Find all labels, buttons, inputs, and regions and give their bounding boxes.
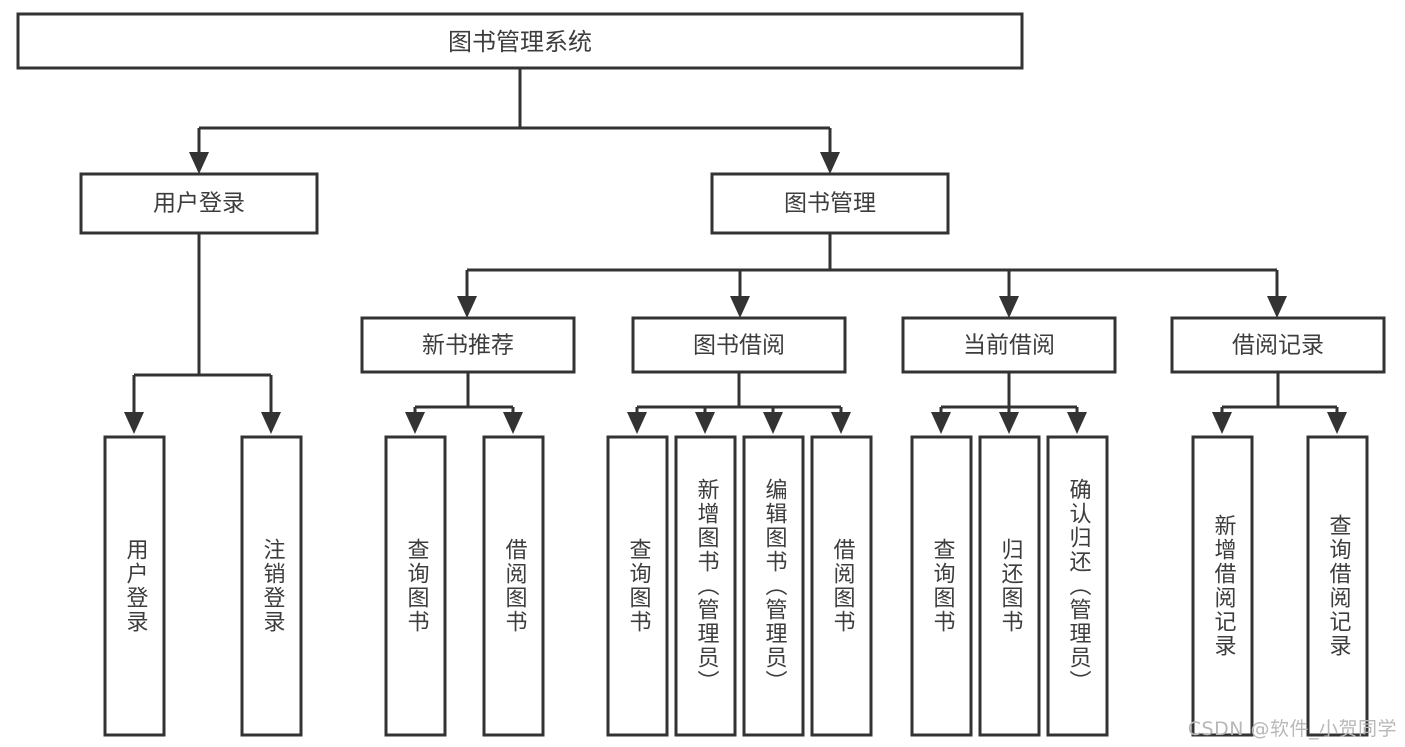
arrow-leaf-query-book-2 xyxy=(627,412,647,434)
book-manage-label: 图书管理 xyxy=(784,191,876,217)
leaf-borrow-book-2-box[interactable] xyxy=(810,435,873,737)
current-borrow-box xyxy=(901,316,1117,374)
arrow-book-borrow xyxy=(730,296,750,318)
arrow-leaf-user-login xyxy=(124,412,144,434)
new-book-recommend-label: 新书推荐 xyxy=(422,333,514,359)
root-label: 图书管理系统 xyxy=(448,28,592,56)
arrow-borrow-record xyxy=(1267,296,1287,318)
leaf-query-record-box[interactable] xyxy=(1306,435,1369,737)
leaf-confirm-return-box[interactable] xyxy=(1046,435,1109,737)
arrow-leaf-borrow-book-1 xyxy=(503,412,523,434)
leaf-query-book-2-box[interactable] xyxy=(606,435,669,737)
book-borrow-label: 图书借阅 xyxy=(693,333,785,359)
leaf-add-book-box[interactable] xyxy=(674,435,737,737)
current-borrow-label: 当前借阅 xyxy=(963,333,1055,359)
book-manage-box xyxy=(710,172,950,235)
borrow-record-label: 借阅记录 xyxy=(1232,333,1324,359)
borrow-record-box xyxy=(1170,316,1386,374)
arrow-leaf-query-book-1 xyxy=(405,412,425,434)
leaf-return-book-box[interactable] xyxy=(978,435,1041,737)
arrow-leaf-confirm-return xyxy=(1067,412,1087,434)
node-current-borrow[interactable]: 当前借阅 xyxy=(901,316,1117,374)
leaf-edit-book-box[interactable] xyxy=(742,435,805,737)
arrow-to-user-login xyxy=(189,152,209,174)
arrow-leaf-return-book xyxy=(999,412,1019,434)
arrow-to-book-manage xyxy=(820,152,840,174)
node-book-borrow[interactable]: 图书借阅 xyxy=(631,316,847,374)
arrow-leaf-logout-login xyxy=(261,412,281,434)
arrow-leaf-add-record xyxy=(1212,412,1232,434)
book-borrow-box xyxy=(631,316,847,374)
arrow-leaf-borrow-book-2 xyxy=(831,412,851,434)
arrow-current-borrow xyxy=(999,296,1019,318)
node-borrow-record[interactable]: 借阅记录 xyxy=(1170,316,1386,374)
arrow-leaf-query-record xyxy=(1327,412,1347,434)
leaf-user-login-box[interactable] xyxy=(103,435,166,737)
leaf-query-book-1-box[interactable] xyxy=(384,435,447,737)
leaf-add-record-box[interactable] xyxy=(1191,435,1254,737)
leaf-borrow-book-1-box[interactable] xyxy=(482,435,545,737)
node-root[interactable]: 图书管理系统 xyxy=(16,12,1024,70)
node-user-login[interactable]: 用户登录 xyxy=(79,172,319,235)
node-new-book-recommend[interactable]: 新书推荐 xyxy=(360,316,576,374)
root-box xyxy=(16,12,1024,70)
new-book-recommend-box xyxy=(360,316,576,374)
leaf-logout-login-box[interactable] xyxy=(240,435,303,737)
node-book-manage[interactable]: 图书管理 xyxy=(710,172,950,235)
user-login-label: 用户登录 xyxy=(153,191,245,217)
arrow-leaf-edit-book xyxy=(763,412,783,434)
arrow-leaf-add-book xyxy=(695,412,715,434)
arrow-leaf-query-book-3 xyxy=(931,412,951,434)
leaf-query-book-3-box[interactable] xyxy=(910,435,973,737)
arrow-new-book-recommend xyxy=(457,296,477,318)
